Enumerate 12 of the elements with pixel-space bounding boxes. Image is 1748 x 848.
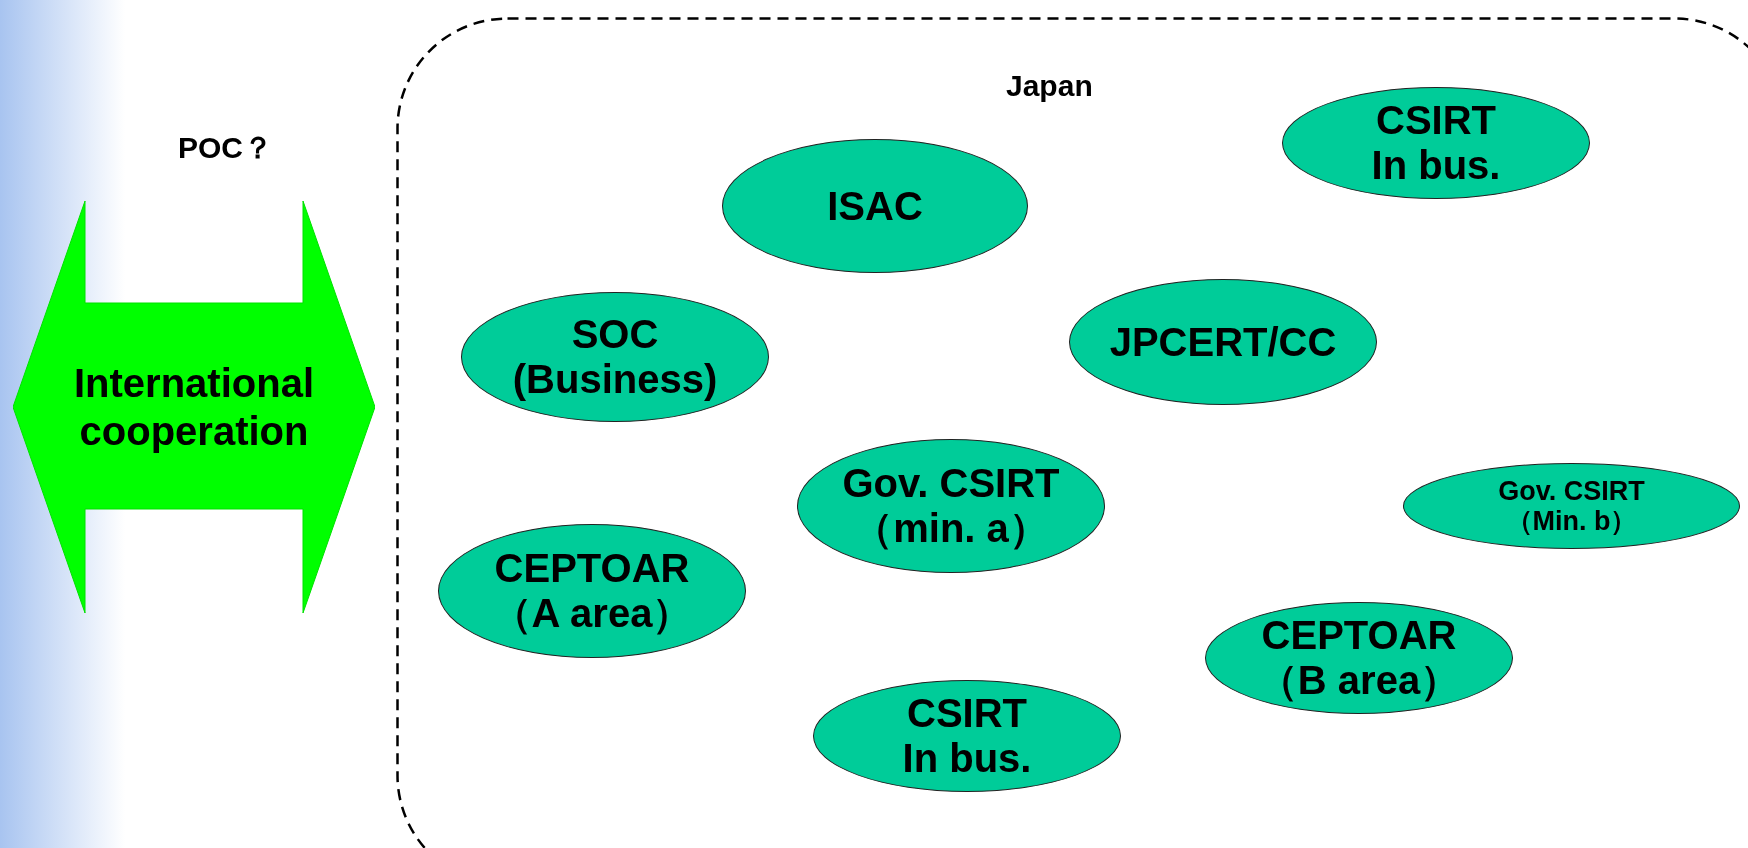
double-arrow: International cooperation (13, 201, 375, 613)
organization-ellipse: CEPTOAR （A area） (438, 524, 746, 658)
organization-ellipse: JPCERT/CC (1069, 279, 1377, 405)
poc-label: POC？ (178, 130, 273, 166)
organization-ellipse: CEPTOAR （B area） (1205, 602, 1513, 714)
region-label: Japan (1006, 69, 1093, 103)
organization-ellipse: Gov. CSIRT （Min. b） (1403, 463, 1740, 549)
organization-ellipse: SOC (Business) (461, 292, 769, 422)
organization-ellipse: CSIRT In bus. (1282, 87, 1590, 199)
organization-ellipse: CSIRT In bus. (813, 680, 1121, 792)
organization-ellipse: ISAC (722, 139, 1028, 273)
organization-ellipse: Gov. CSIRT （min. a） (797, 439, 1105, 573)
